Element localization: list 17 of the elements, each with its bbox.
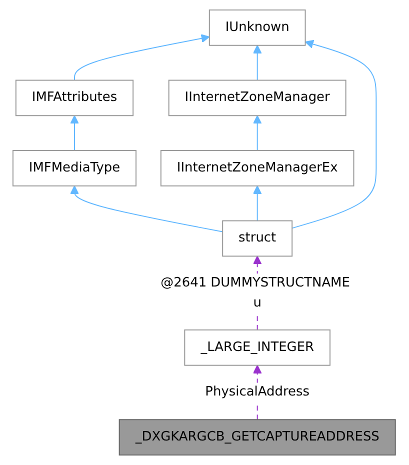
arrow — [253, 115, 262, 151]
node-box: IUnknown — [209, 9, 306, 46]
arrow — [292, 40, 377, 229]
node-box: IMFAttributes — [16, 80, 134, 116]
arrow — [253, 44, 262, 81]
arrow — [70, 186, 224, 232]
arrow — [74, 34, 210, 81]
arrow — [70, 115, 80, 151]
edge-label: PhysicalAddress — [206, 384, 310, 400]
edge-label: @2641 DUMMYSTRUCTNAME u — [160, 276, 350, 310]
node-box: struct — [222, 220, 293, 257]
node-box: IInternetZoneManager — [168, 80, 347, 116]
node-box: _LARGE_INTEGER — [184, 329, 331, 366]
node-box: IInternetZoneManagerEx — [160, 150, 355, 186]
arrow — [253, 186, 262, 222]
node-box: IMFMediaType — [12, 150, 137, 186]
node-box: _DXGKARGCB_GETCAPTUREADDRESS — [119, 419, 396, 456]
